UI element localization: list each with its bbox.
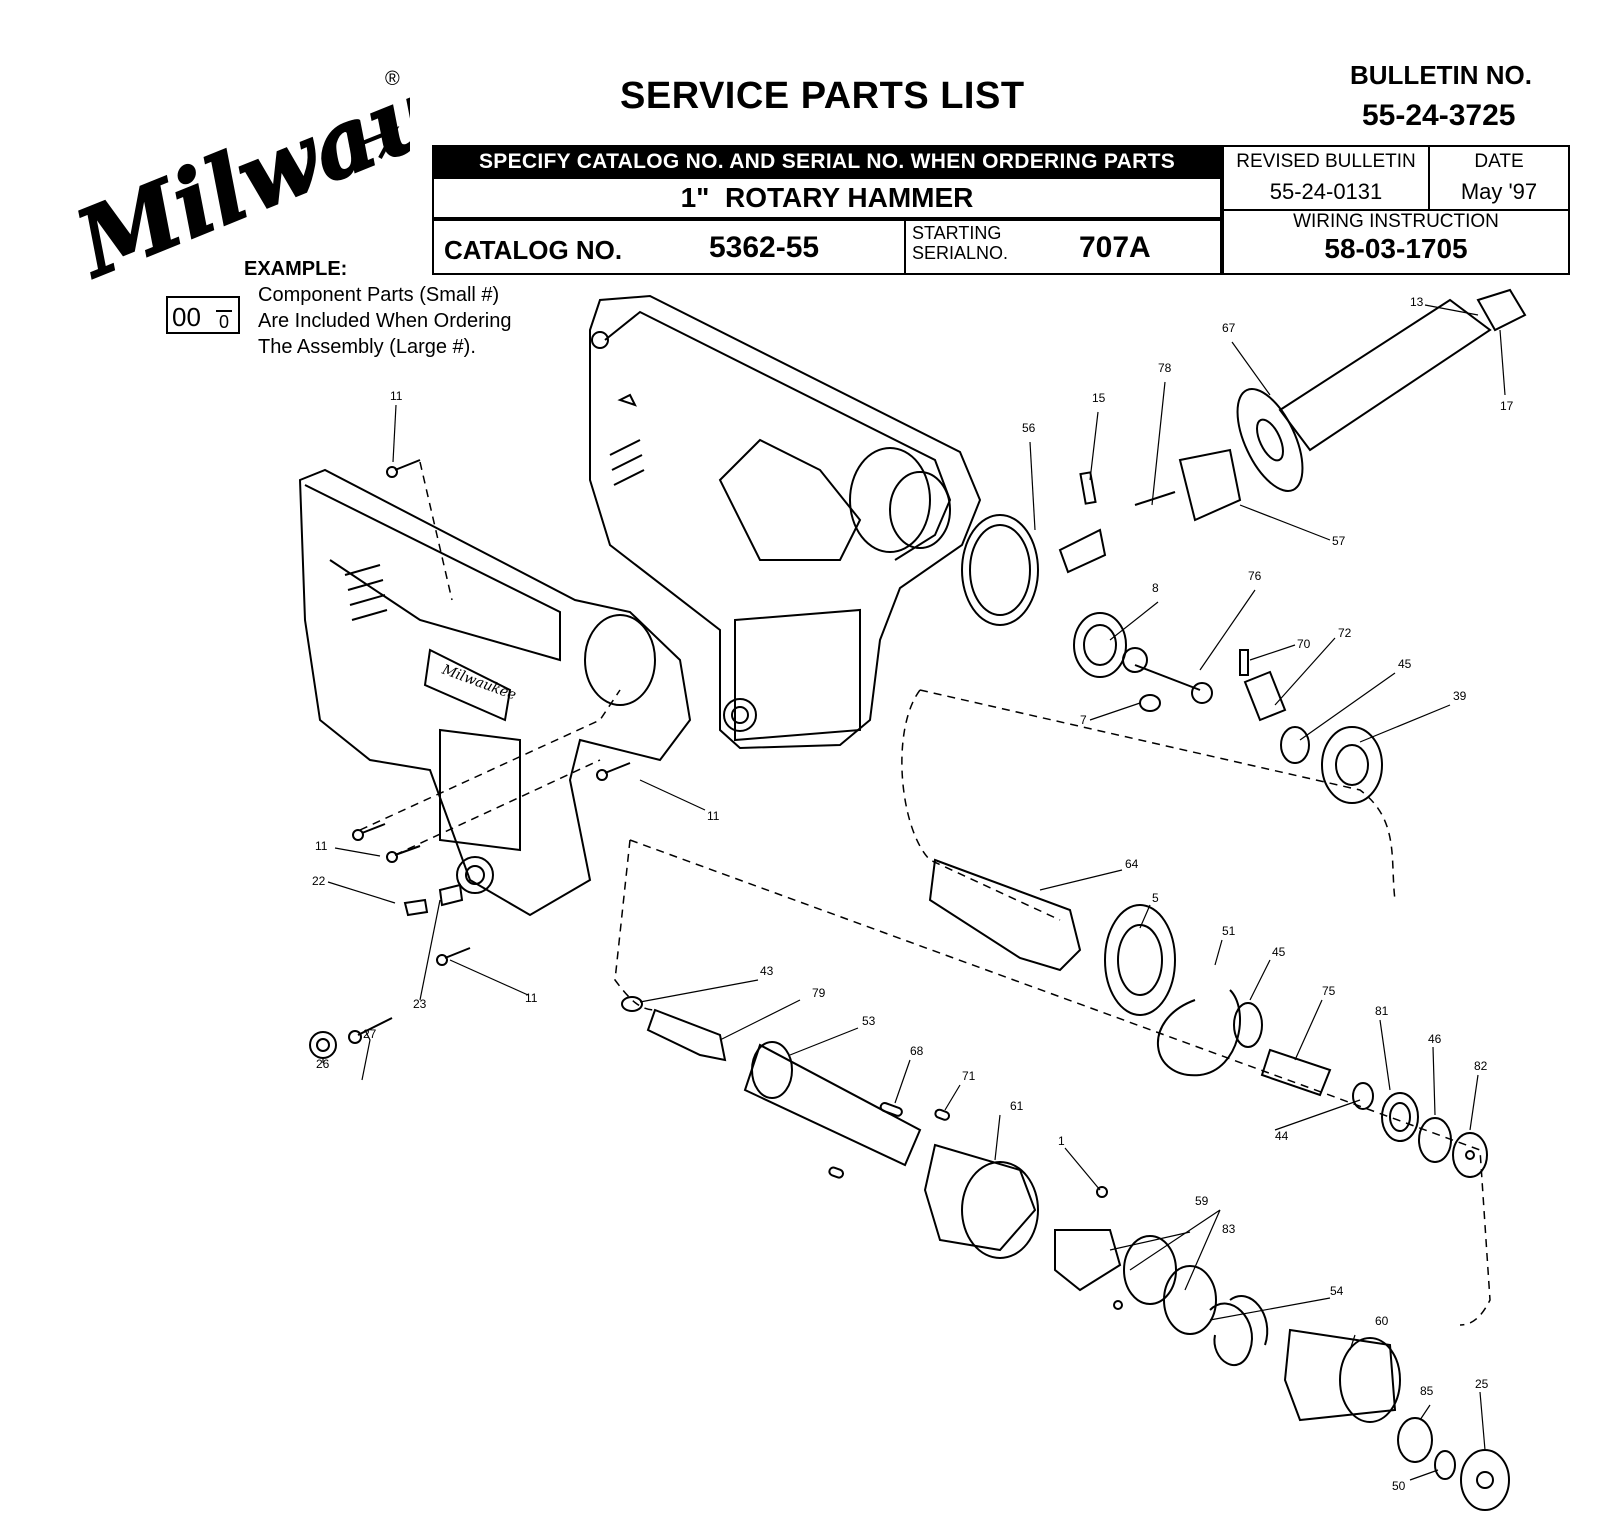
rear-housing xyxy=(589,294,982,750)
wiring-instruction-cell: WIRING INSTRUCTION 58-03-1705 xyxy=(1222,209,1570,275)
spindle-group xyxy=(928,858,1488,1178)
callout-61: 61 xyxy=(1010,1099,1024,1113)
wiring-number: 58-03-1705 xyxy=(1324,233,1468,264)
brush-assembly xyxy=(309,883,464,1059)
catalog-divider xyxy=(904,221,906,273)
front-housing: Milwaukee xyxy=(298,468,692,917)
catalog-row: CATALOG NO. 5362-55 STARTING SERIALNO. 7… xyxy=(432,219,1222,275)
callout-60: 60 xyxy=(1375,1314,1389,1328)
callout-45-lower: 45 xyxy=(1272,945,1286,959)
callout-45-upper: 45 xyxy=(1398,657,1412,671)
callout-44: 44 xyxy=(1275,1129,1289,1143)
assembly-guide-lines xyxy=(359,461,1491,1326)
callout-39: 39 xyxy=(1453,689,1467,703)
callout-67: 67 xyxy=(1222,321,1236,335)
gear-bearing-group xyxy=(1073,612,1383,804)
callout-57: 57 xyxy=(1332,534,1346,548)
barrel-group xyxy=(621,996,1510,1511)
callout-11-top: 11 xyxy=(390,389,403,403)
callout-13: 13 xyxy=(1410,295,1424,309)
callout-76: 76 xyxy=(1248,569,1262,583)
callout-1: 1 xyxy=(1058,1134,1065,1148)
starting-serial-label-2: SERIALNO. xyxy=(912,243,1009,263)
callout-81: 81 xyxy=(1375,1004,1389,1018)
callout-11-left: 11 xyxy=(315,839,328,853)
callout-51: 51 xyxy=(1222,924,1236,938)
callout-82: 82 xyxy=(1474,1059,1488,1073)
callout-70: 70 xyxy=(1297,637,1311,651)
callout-27: 27 xyxy=(363,1027,377,1041)
revised-bulletin-label: REVISED BULLETIN xyxy=(1236,151,1416,172)
bulletin-number: 55-24-3725 xyxy=(1362,99,1516,132)
callout-11-bottom: 11 xyxy=(525,991,538,1005)
callout-25: 25 xyxy=(1475,1377,1489,1391)
ordering-instruction-bar: SPECIFY CATALOG NO. AND SERIAL NO. WHEN … xyxy=(432,145,1222,179)
callout-85: 85 xyxy=(1420,1384,1434,1398)
callout-78: 78 xyxy=(1158,361,1172,375)
screws-11 xyxy=(352,459,631,966)
milwaukee-logo: Milwaukee ® xyxy=(59,60,410,300)
side-handle xyxy=(961,288,1527,626)
callout-5: 5 xyxy=(1152,891,1159,905)
registered-mark: ® xyxy=(385,68,400,90)
example-heading: EXAMPLE: xyxy=(244,258,348,280)
callout-75: 75 xyxy=(1322,984,1336,998)
callout-56: 56 xyxy=(1022,421,1036,435)
callout-22: 22 xyxy=(312,874,326,888)
callout-26: 26 xyxy=(316,1057,330,1071)
callout-43: 43 xyxy=(760,964,774,978)
callout-23: 23 xyxy=(413,997,427,1011)
callout-11-right: 11 xyxy=(707,809,720,823)
product-name: 1" ROTARY HAMMER xyxy=(432,179,1222,219)
example-assembly-number: 00 xyxy=(172,302,201,332)
starting-serial-number: 707A xyxy=(1079,231,1151,264)
bulletin-label: BULLETIN NO. xyxy=(1350,60,1532,90)
callout-17: 17 xyxy=(1500,399,1514,413)
date-label: DATE xyxy=(1474,151,1524,172)
example-line-1: Component Parts (Small #) xyxy=(258,284,500,306)
example-line-2: Are Included When Ordering xyxy=(258,310,512,332)
callout-71: 71 xyxy=(962,1069,976,1083)
callout-15: 15 xyxy=(1092,391,1106,405)
example-callout-box: 00 0 xyxy=(166,296,240,334)
callout-46: 46 xyxy=(1428,1032,1442,1046)
example-component-number: 0 xyxy=(216,310,233,333)
document-title: SERVICE PARTS LIST xyxy=(620,75,1025,117)
callout-59: 59 xyxy=(1195,1194,1209,1208)
catalog-number: 5362-55 xyxy=(709,231,820,264)
catalog-label: CATALOG NO. xyxy=(444,235,623,265)
date-cell: DATE May '97 xyxy=(1428,145,1570,211)
callout-83: 83 xyxy=(1222,1222,1236,1236)
callout-numbers: 13 67 78 15 56 17 57 11 8 76 70 72 45 39… xyxy=(312,295,1514,1493)
callout-64: 64 xyxy=(1125,857,1139,871)
callout-leaders xyxy=(322,304,1506,1481)
date-value: May '97 xyxy=(1460,179,1538,204)
callout-53: 53 xyxy=(862,1014,876,1028)
revised-bulletin-number: 55-24-0131 xyxy=(1269,179,1383,204)
callout-79: 79 xyxy=(812,986,826,1000)
callout-8: 8 xyxy=(1152,581,1159,595)
callout-68: 68 xyxy=(910,1044,924,1058)
callout-50: 50 xyxy=(1392,1479,1406,1493)
callout-54: 54 xyxy=(1330,1284,1344,1298)
starting-serial-label-1: STARTING xyxy=(912,223,1002,243)
example-line-3: The Assembly (Large #). xyxy=(258,336,476,358)
starting-serial-label: STARTING SERIALNO. xyxy=(912,223,1008,263)
callout-72: 72 xyxy=(1338,626,1352,640)
wiring-label: WIRING INSTRUCTION xyxy=(1293,211,1499,232)
callout-7: 7 xyxy=(1080,713,1087,727)
